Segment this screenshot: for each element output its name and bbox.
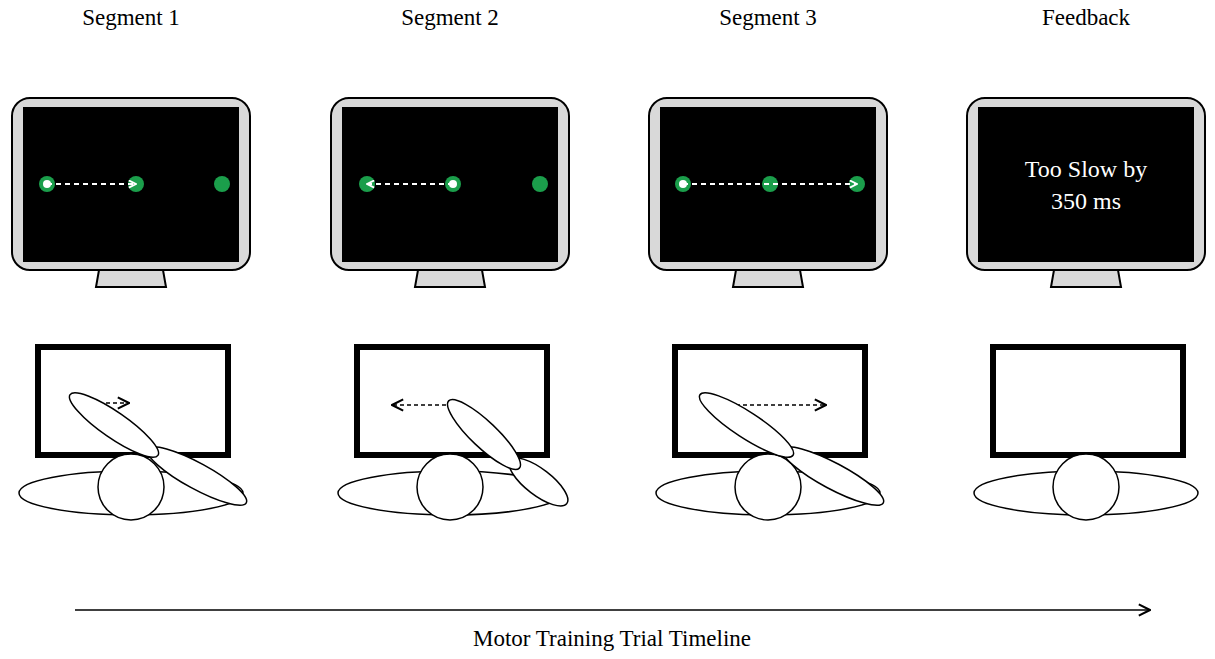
feedback-message: Too Slow by 350 ms <box>1006 153 1166 217</box>
monitor-bezel <box>649 98 887 270</box>
head <box>417 454 483 520</box>
feedback-monitor: FeedbackToo Slow by 350 ms <box>967 0 1205 290</box>
segment-monitor: Segment 3 <box>649 0 887 290</box>
target-dot <box>39 176 55 192</box>
segment-monitor: Segment 1 <box>12 0 250 290</box>
monitor <box>12 98 250 287</box>
movement-arrow <box>683 183 857 185</box>
monitor-bezel <box>331 98 569 270</box>
screen-area: Too Slow by 350 ms <box>978 107 1194 262</box>
column-heading: Segment 1 <box>12 4 250 32</box>
head <box>1053 454 1119 520</box>
monitor-screen <box>978 107 1194 262</box>
monitor-screen <box>23 107 239 262</box>
monitor-bezel <box>12 98 250 270</box>
segment-monitor: Segment 2 <box>331 0 569 290</box>
movement-arrow <box>367 183 453 185</box>
monitor <box>649 98 887 287</box>
target-dot <box>532 176 548 192</box>
column-heading: Segment 3 <box>649 4 887 32</box>
monitor-stand <box>415 270 485 287</box>
hand-path-arrow <box>392 404 453 406</box>
arm-segment <box>777 438 890 515</box>
target-dot <box>214 176 230 192</box>
head <box>98 454 164 520</box>
cursor-dot <box>449 180 457 188</box>
column-heading: Feedback <box>967 4 1205 32</box>
timeline-label: Motor Training Trial Timeline <box>473 626 751 652</box>
timeline-arrow <box>75 609 1150 611</box>
target-dot <box>445 176 461 192</box>
monitor-stand <box>1051 270 1121 287</box>
movement-arrow <box>47 183 136 185</box>
column-heading: Segment 2 <box>331 4 569 32</box>
arm-segment <box>693 384 800 466</box>
monitor-stand <box>96 270 166 287</box>
cursor-dot <box>679 180 687 188</box>
arm-segment <box>440 391 529 477</box>
monitor-stand <box>733 270 803 287</box>
monitor <box>967 98 1205 287</box>
target-dot <box>675 176 691 192</box>
tablet <box>993 347 1183 455</box>
monitor-screen <box>342 107 558 262</box>
monitor <box>331 98 569 287</box>
monitor-screen <box>660 107 876 262</box>
monitor-bezel <box>967 98 1205 270</box>
arm-segment <box>63 384 166 466</box>
cursor-dot <box>43 180 51 188</box>
